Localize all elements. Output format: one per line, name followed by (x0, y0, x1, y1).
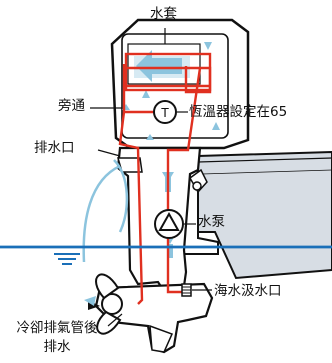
label-drain-outlet: 排水口 (34, 140, 75, 156)
water-surface (0, 245, 332, 265)
label-water-pump: 水泵 (198, 214, 225, 230)
thermostat (153, 100, 177, 124)
propeller (88, 273, 123, 335)
water-pump (154, 209, 184, 239)
engine-cowling (110, 18, 250, 150)
label-water-intake: 海水汲水口 (214, 283, 282, 299)
leader-lines (90, 28, 212, 327)
label-bypass: 旁通 (58, 98, 85, 114)
cooling-circuit (118, 64, 212, 305)
water-intake-grille (181, 283, 192, 297)
thermostat-letter: T (160, 106, 169, 120)
label-water-jacket: 水套 (150, 6, 177, 22)
label-thermostat: 恆溫器設定在65 (189, 104, 288, 120)
water-jacket-outline (124, 52, 212, 92)
label-exhaust-line-1: 冷卻排氣管後 (16, 320, 98, 336)
label-exhaust-line-2: 排水 (43, 339, 71, 355)
